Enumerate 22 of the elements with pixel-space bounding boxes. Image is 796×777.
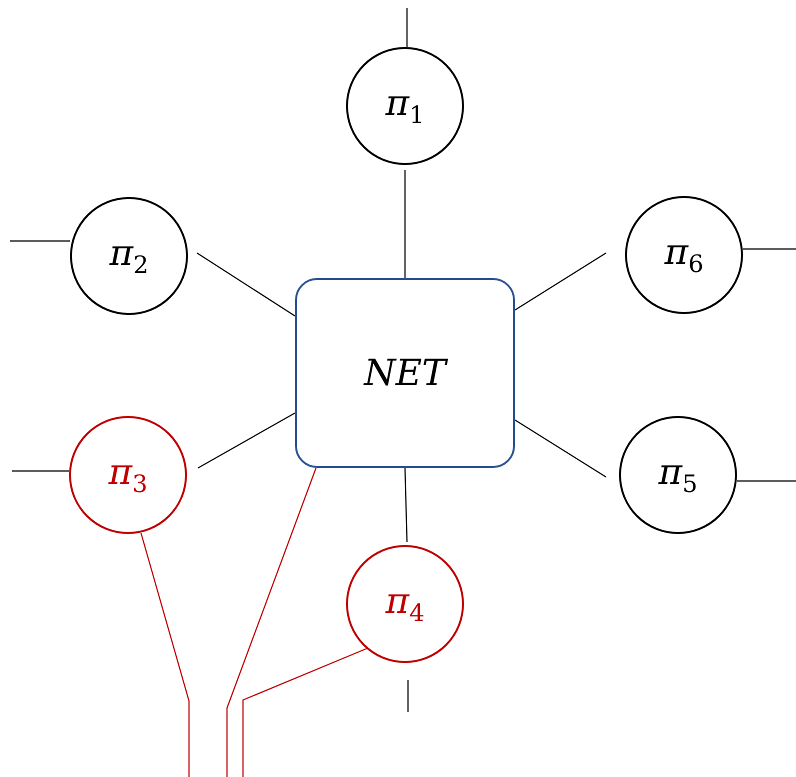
- line-stub: [743, 248, 796, 250]
- connector-line: [198, 412, 296, 469]
- connector-line: [404, 170, 406, 278]
- line-stub: [406, 8, 408, 47]
- line-stub: [140, 532, 190, 777]
- connector-line: [514, 420, 606, 478]
- line-stub: [10, 240, 70, 242]
- node-label: π$_{6}$: [664, 232, 704, 278]
- node-label: π$_{5}$: [658, 452, 698, 498]
- node-label: π$_{3}$: [108, 452, 148, 498]
- line-stub: [242, 647, 368, 777]
- node-label: π$_{2}$: [110, 232, 148, 280]
- connector-line: [196, 252, 296, 316]
- line-stub: [12, 470, 69, 472]
- node-label: π$_{1}$: [386, 82, 424, 130]
- line-stub: [737, 480, 796, 482]
- connector-line: [404, 468, 408, 542]
- node-label: π$_{4}$: [386, 580, 424, 628]
- connector-line: [514, 252, 606, 310]
- network-box: [295, 278, 515, 468]
- node-label: NET: [364, 352, 446, 394]
- line-stub: [226, 468, 317, 777]
